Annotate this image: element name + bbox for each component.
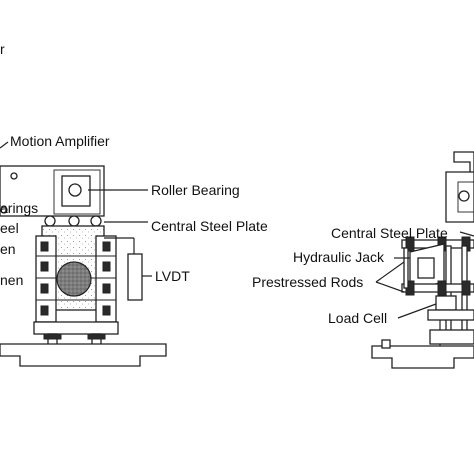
roller-bearing-icon bbox=[68, 183, 82, 197]
lvdt-label: LVDT bbox=[155, 268, 190, 284]
leader-line bbox=[459, 231, 474, 237]
nut-icon bbox=[461, 280, 471, 296]
bearing-ball-icon bbox=[68, 215, 80, 227]
bolt-icon bbox=[102, 261, 111, 272]
roller-bearing-icon bbox=[458, 190, 470, 202]
load-cell-base bbox=[427, 309, 474, 321]
nut-icon bbox=[43, 333, 62, 340]
bolt-icon bbox=[40, 283, 49, 294]
roller-bearing-label: Roller Bearing bbox=[151, 182, 240, 198]
bolt-icon bbox=[10, 172, 18, 180]
bolt-icon bbox=[102, 305, 111, 316]
bolt-icon bbox=[102, 241, 111, 252]
lvdt-sensor bbox=[127, 253, 143, 301]
motion-amplifier-inner-frame bbox=[53, 169, 101, 215]
central-steel-plate-label-left: Central Steel Plate bbox=[151, 218, 268, 234]
left-test-rig bbox=[0, 141, 167, 367]
upper-frame-inner bbox=[457, 181, 474, 213]
leader-line bbox=[0, 141, 9, 149]
bolt-icon bbox=[0, 206, 8, 214]
leader-line bbox=[397, 303, 437, 319]
nut-icon bbox=[437, 280, 447, 296]
jack-cylinder bbox=[417, 257, 435, 279]
bolt-icon bbox=[40, 261, 49, 272]
leader-line bbox=[375, 281, 405, 293]
bolt-icon bbox=[102, 283, 111, 294]
nut-icon bbox=[405, 236, 415, 252]
hydraulic-jack-label: Hydraulic Jack bbox=[293, 249, 385, 265]
specimen-disc bbox=[56, 261, 92, 297]
bolt-icon bbox=[40, 241, 49, 252]
leader-line bbox=[375, 261, 405, 283]
steel-fragment-label: eel bbox=[0, 220, 19, 236]
base-block bbox=[33, 321, 119, 335]
bolt-icon bbox=[40, 305, 49, 316]
specimen-fragment-label-2: nen bbox=[0, 272, 23, 288]
motion-amplifier-label: Motion Amplifier bbox=[10, 133, 110, 149]
lower-block bbox=[429, 329, 474, 345]
nut-icon bbox=[87, 333, 106, 340]
central-steel-plate-label-right: Central Steel Plate bbox=[331, 225, 448, 241]
fragment-label-top: r bbox=[0, 41, 5, 57]
bearings-fragment-label: arings bbox=[0, 200, 38, 216]
bearing-ball-icon bbox=[44, 215, 56, 227]
base-plate-right bbox=[371, 345, 474, 369]
side-plate bbox=[403, 247, 409, 289]
anchor-bolt bbox=[381, 339, 391, 349]
top-bracket bbox=[453, 151, 474, 175]
bearing-ball-icon bbox=[90, 215, 102, 227]
load-cell-label: Load Cell bbox=[328, 310, 387, 326]
prestressed-rods-label: Prestressed Rods bbox=[252, 274, 363, 290]
specimen-fragment-label-1: en bbox=[0, 241, 16, 257]
load-cell bbox=[435, 295, 457, 311]
base-plate bbox=[0, 343, 167, 367]
right-test-rig bbox=[371, 151, 474, 369]
